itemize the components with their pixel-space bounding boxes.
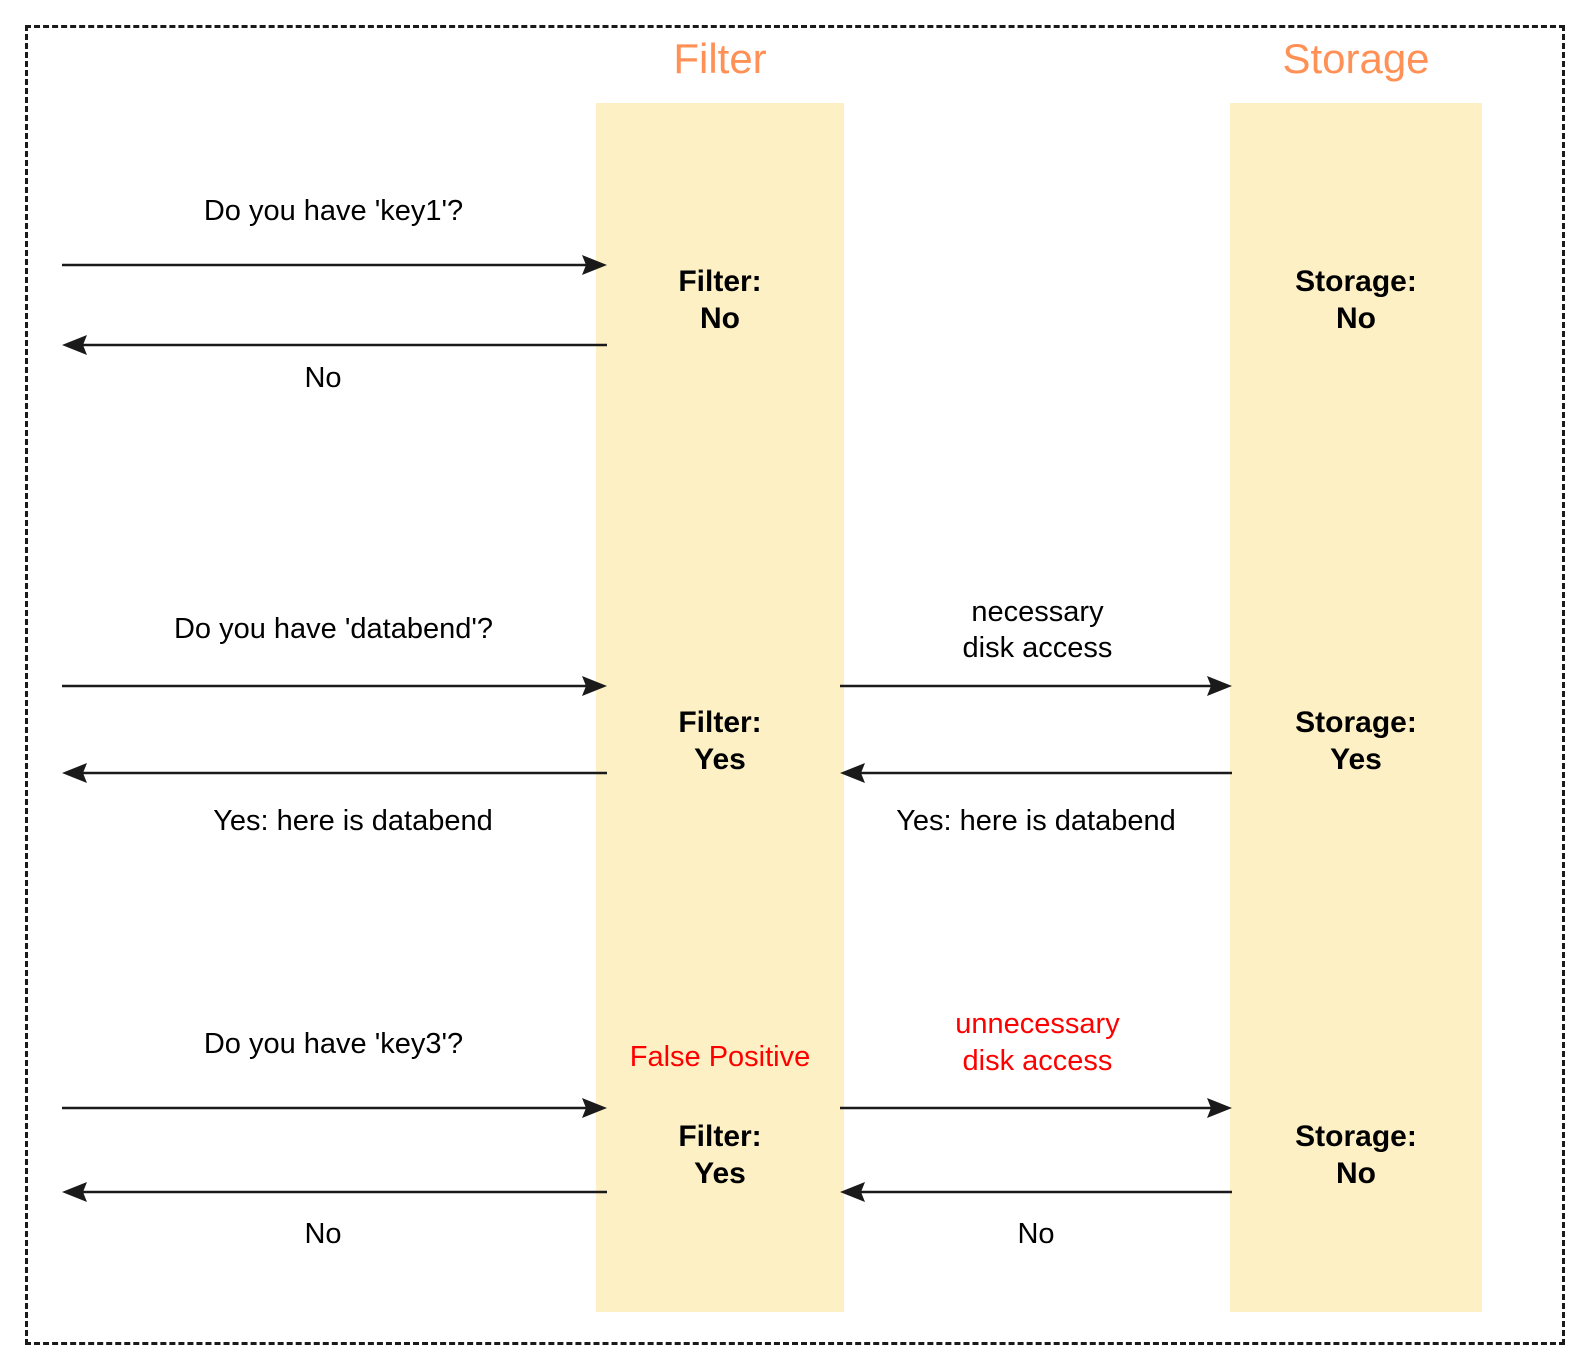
arrow-filter-to-client-key3: [62, 1182, 607, 1202]
arrow-filter-to-storage-databend: [840, 676, 1232, 696]
mid-request-label-key3-line2: disk access: [962, 1045, 1113, 1077]
storage-state-key1-line2: No: [1336, 301, 1376, 335]
filter-state-key1-line2: No: [700, 301, 740, 335]
storage-state-key1: Storage: No: [1230, 264, 1482, 337]
arrow-client-to-filter-key3: [62, 1098, 607, 1118]
client-response-label-databend: Yes: here is databend: [213, 805, 493, 837]
filter-state-databend-line2: Yes: [694, 742, 746, 776]
client-request-label-key3: Do you have 'key3'?: [203, 1028, 464, 1060]
lane-band-storage: [1230, 103, 1482, 1312]
arrow-client-to-filter-key1: [62, 255, 607, 275]
mid-request-label-key3-line1: unnecessary: [955, 1008, 1120, 1040]
mid-request-label-databend-line1: necessary: [971, 596, 1104, 628]
diagram-dashed-border: [25, 25, 1565, 1345]
client-request-label-databend: Do you have 'databend'?: [173, 613, 494, 645]
filter-state-key3: Filter: Yes: [596, 1119, 844, 1192]
filter-state-key3-line1: Filter:: [678, 1120, 762, 1153]
storage-state-key1-line1: Storage:: [1295, 265, 1417, 298]
filter-state-databend-line1: Filter:: [678, 706, 762, 739]
storage-state-key3: Storage: No: [1230, 1119, 1482, 1192]
mid-response-label-key3: No: [1017, 1218, 1055, 1250]
false-positive-note: False Positive: [629, 1041, 811, 1073]
filter-state-key1-line1: Filter:: [678, 265, 762, 298]
arrow-storage-to-filter-databend: [840, 763, 1232, 783]
arrow-filter-to-storage-key3: [840, 1098, 1232, 1118]
arrow-client-to-filter-databend: [62, 676, 607, 696]
lane-title-filter: Filter: [673, 35, 767, 82]
arrow-filter-to-client-databend: [62, 763, 607, 783]
storage-state-databend-line2: Yes: [1330, 742, 1382, 776]
storage-state-key3-line1: Storage:: [1295, 1120, 1417, 1153]
storage-state-key3-line2: No: [1336, 1156, 1376, 1190]
filter-state-key3-line2: Yes: [694, 1156, 746, 1190]
storage-state-databend: Storage: Yes: [1230, 705, 1482, 778]
lane-title-storage: Storage: [1282, 35, 1430, 82]
mid-response-label-databend: Yes: here is databend: [896, 805, 1176, 837]
mid-request-label-databend-line2: disk access: [962, 632, 1113, 664]
lane-band-filter: [596, 103, 844, 1312]
arrow-filter-to-client-key1: [62, 335, 607, 355]
filter-state-key1: Filter: No: [596, 264, 844, 337]
filter-state-databend: Filter: Yes: [596, 705, 844, 778]
client-response-label-key1: No: [304, 362, 342, 394]
client-response-label-key3: No: [304, 1218, 342, 1250]
client-request-label-key1: Do you have 'key1'?: [203, 195, 464, 227]
storage-state-databend-line1: Storage:: [1295, 706, 1417, 739]
arrow-storage-to-filter-key3: [840, 1182, 1232, 1202]
